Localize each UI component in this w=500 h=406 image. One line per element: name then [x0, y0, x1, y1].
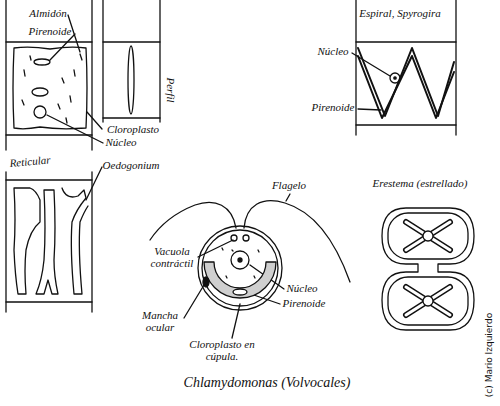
plate-cell [6, 0, 92, 150]
type-label: Espiral, Spyrogira [359, 8, 441, 20]
reticulate-cell [6, 172, 92, 312]
part-label: Pirenoide [29, 26, 72, 38]
stellate-cell [382, 208, 474, 330]
part-label: Mancha ocular [136, 310, 184, 333]
genus-label: Oedogonium [103, 160, 160, 172]
spiral-cell [356, 0, 456, 135]
part-label: Cloroplasto en cúpula. [184, 339, 260, 362]
part-label: Núcleo [105, 137, 136, 149]
part-label: Pirenoide [283, 298, 326, 310]
part-label: Núcleo [317, 46, 348, 58]
leader-lines [47, 15, 390, 338]
part-label: Flagelo [272, 180, 306, 192]
part-label: Cloroplasto [107, 124, 159, 136]
part-label: Pirenoide [312, 102, 355, 114]
part-label: Núcleo [286, 283, 317, 295]
figure-title: Chlamydomonas (Volvocales) [184, 376, 351, 391]
part-label: Almidón [29, 8, 66, 20]
watermark: (c) Mario Izquierdo [485, 313, 494, 397]
type-label: Reticular [9, 154, 51, 169]
type-label: Erestema (estrellado) [373, 178, 468, 190]
profile-cell [103, 0, 160, 122]
part-label: Vacuola contráctil [145, 246, 199, 269]
view-label: Perfil [164, 77, 176, 102]
